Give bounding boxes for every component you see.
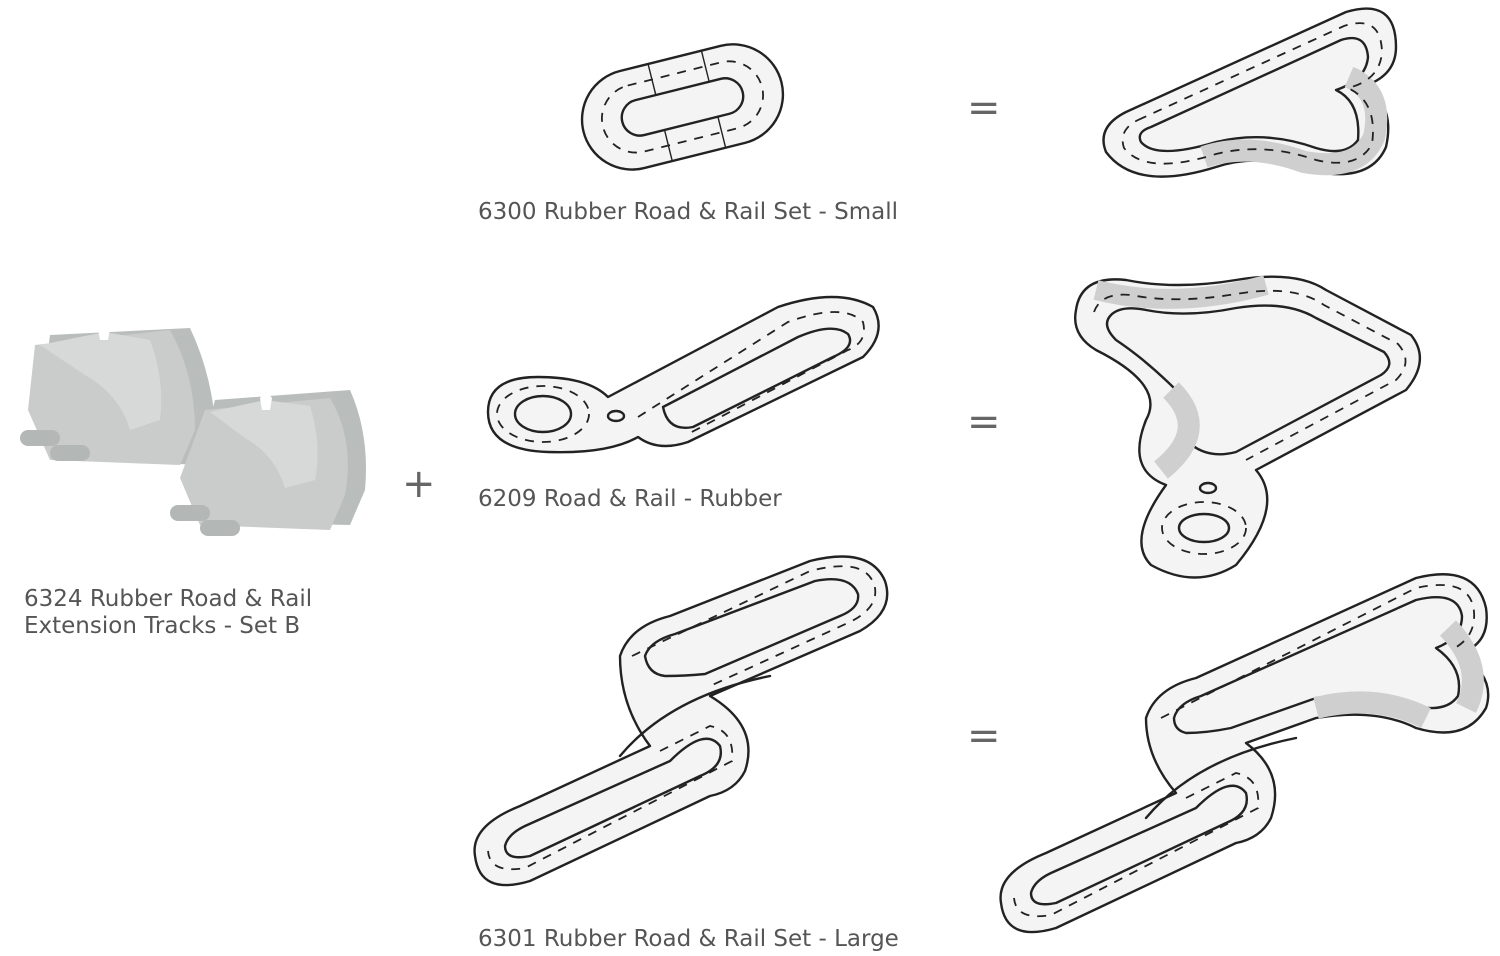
oval-track-layout (580, 43, 785, 171)
combined-track-layout (1102, 7, 1398, 178)
plus-sign: + (402, 461, 436, 507)
extension-label: 6324 Rubber Road & Rail Extension Tracks… (24, 586, 313, 639)
large-set-label: 6301 Rubber Road & Rail Set - Large (478, 926, 899, 952)
figure-eight-track-layout (486, 295, 880, 454)
equals-sign-3: = (967, 713, 1001, 759)
combined-track-layout-2 (1074, 275, 1422, 579)
large-track-layout (473, 555, 889, 887)
road-rail-label: 6209 Road & Rail - Rubber (478, 486, 782, 512)
small-set-label: 6300 Rubber Road & Rail Set - Small (478, 199, 898, 225)
equals-sign-2: = (967, 399, 1001, 445)
equals-sign-1: = (967, 85, 1001, 131)
curved-track-pieces-photo (20, 324, 366, 536)
combined-track-layout-3 (999, 573, 1490, 934)
